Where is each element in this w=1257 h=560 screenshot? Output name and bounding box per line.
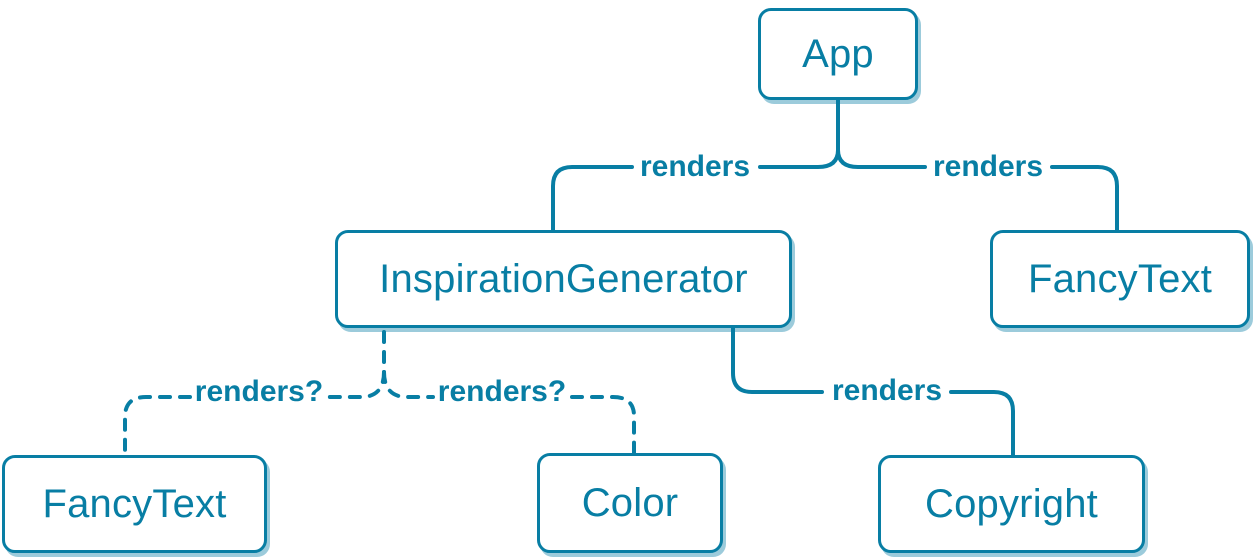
node-app: App (758, 8, 918, 100)
edge-app-to-fancytext (836, 148, 1119, 232)
node-copyright: Copyright (878, 455, 1145, 553)
node-color: Color (537, 453, 723, 553)
node-inspiration-generator: InspirationGenerator (335, 230, 792, 328)
edge-label-renders-question-right: renders? (437, 375, 567, 408)
edge-label-renders-copyright: renders (831, 374, 943, 407)
edge-inspirationgenerator-to-copyright (731, 326, 1015, 457)
edge-label-renders-app-left: renders (639, 150, 751, 183)
edge-label-renders-question-left: renders? (194, 375, 324, 408)
node-fancy-text-top: FancyText (990, 230, 1250, 328)
edge-inspirationgenerator-to-color-dashed (382, 370, 636, 455)
edge-label-renders-app-right: renders (932, 150, 1044, 183)
node-fancy-text-bottom: FancyText (2, 455, 267, 553)
